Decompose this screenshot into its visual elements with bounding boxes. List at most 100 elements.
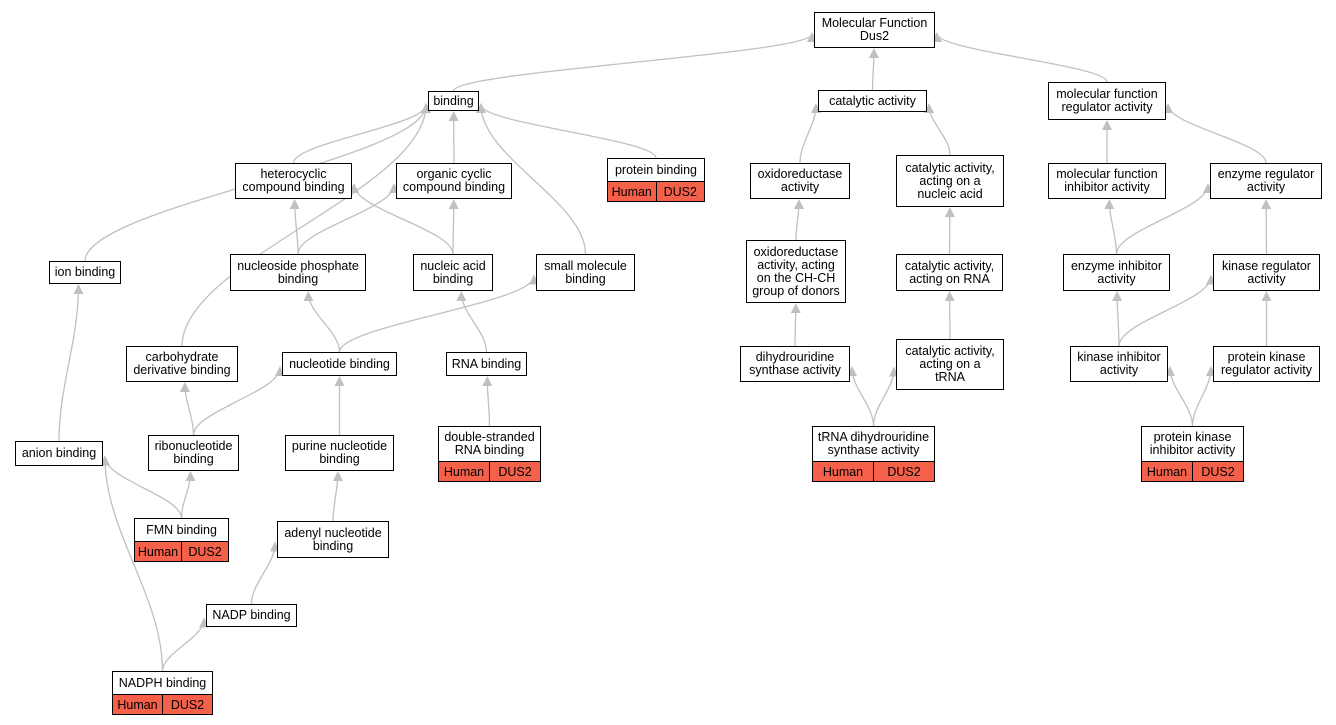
go-term-oxido[interactable]: oxidoreductase activity (750, 163, 850, 199)
go-term-label: molecular function inhibitor activity (1056, 167, 1158, 194)
go-term-cat-trna[interactable]: catalytic activity, acting on a tRNA (896, 339, 1004, 390)
go-term-label: small molecule binding (544, 258, 627, 286)
go-term-smallmol[interactable]: small molecule binding (536, 254, 635, 291)
go-term-label: Molecular Function Dus2 (821, 16, 928, 43)
edge-nadph-to-nadp (161, 617, 209, 672)
edge-dsrna-to-rna (482, 376, 493, 427)
go-term-ion[interactable]: ion binding (49, 261, 121, 284)
go-term-label: kinase regulator activity (1222, 258, 1311, 286)
gene-annotation: Human DUS2 (439, 461, 540, 481)
gene-label: DUS2 (489, 462, 540, 481)
go-term-label: oxidoreductase activity (757, 167, 843, 194)
species-label: Human (822, 464, 864, 479)
edge-fmn-to-ribo (180, 471, 196, 519)
go-term-hetero[interactable]: heterocyclic compound binding (235, 163, 352, 199)
go-term-anion[interactable]: anion binding (15, 441, 103, 466)
go-term-label: kinase inhibitor activity (1077, 350, 1161, 377)
go-term-label: binding (433, 93, 474, 108)
go-term-pkreg[interactable]: protein kinase regulator activity (1213, 346, 1320, 382)
edge-hetero-to-binding (292, 103, 431, 164)
edge-nadph-to-anion (100, 455, 164, 672)
go-term-mfreg[interactable]: molecular function regulator activity (1048, 82, 1166, 120)
species-label: Human (117, 697, 158, 712)
go-term-nucacid[interactable]: nucleic acid binding (413, 254, 493, 291)
go-term-label: oxidoreductase activity, acting on the C… (752, 244, 840, 298)
go-term-cat-nucleic[interactable]: catalytic activity, acting on a nucleic … (896, 155, 1004, 207)
go-term-label: catalytic activity (829, 93, 916, 108)
edge-enzinhib-to-mfinhib (1104, 199, 1118, 255)
go-term-label: enzyme inhibitor activity (1070, 258, 1162, 286)
edge-protein-to-binding (476, 103, 657, 159)
edge-dihydro-to-oxido_chch (790, 303, 801, 347)
go-term-mf[interactable]: Molecular Function Dus2 (814, 12, 935, 48)
edge-kininhib-to-enzinhib (1112, 291, 1123, 347)
go-term-label: purine nucleotide binding (291, 439, 388, 466)
gene-label: DUS2 (1192, 462, 1243, 481)
go-term-enzreg[interactable]: enzyme regulator activity (1210, 163, 1322, 199)
go-term-label: FMN binding (146, 522, 217, 537)
go-term-catalytic[interactable]: catalytic activity (818, 90, 927, 112)
go-term-label: molecular function regulator activity (1056, 87, 1158, 114)
edge-trna_dus-to-cat_trna (872, 366, 899, 427)
go-term-purine[interactable]: purine nucleotide binding (285, 435, 394, 471)
go-term-oxido-chch[interactable]: oxidoreductase activity, acting on the C… (746, 240, 846, 303)
go-term-label: ion binding (54, 265, 116, 279)
edge-nucacid-to-hetero (349, 183, 454, 255)
go-term-label: dihydrouridine synthase activity (749, 350, 841, 377)
go-term-cat-rna[interactable]: catalytic activity, acting on RNA (896, 254, 1003, 291)
go-term-nucleotide[interactable]: nucleotide binding (282, 352, 397, 376)
go-term-ribo[interactable]: ribonucleotide binding (148, 435, 239, 471)
edge-carb-to-binding (181, 103, 431, 347)
go-term-enzinhib[interactable]: enzyme inhibitor activity (1063, 254, 1170, 291)
go-term-label: tRNA dihydrouridine synthase activity (817, 430, 930, 457)
edge-cat_nucleic-to-catalytic (924, 103, 951, 156)
go-term-dihydro[interactable]: dihydrouridine synthase activity (740, 346, 850, 382)
go-term-label: carbohydrate derivative binding (133, 350, 231, 377)
go-term-label: catalytic activity, acting on a tRNA (905, 344, 995, 384)
go-term-label: enzyme regulator activity (1217, 167, 1315, 194)
edge-anion-to-ion (58, 284, 84, 442)
go-term-label: adenyl nucleotide binding (284, 525, 382, 553)
edge-kininhib-to-kinreg (1118, 274, 1216, 347)
edge-rna-to-nucacid (456, 291, 488, 353)
go-term-label: NADPH binding (118, 675, 207, 690)
species-label: Human (137, 544, 179, 559)
gene-label: DUS2 (873, 462, 934, 481)
go-term-carb[interactable]: carbohydrate derivative binding (126, 346, 238, 382)
go-term-organic[interactable]: organic cyclic compound binding (396, 163, 512, 199)
edge-nucleotide-to-smallmol (338, 274, 539, 353)
go-term-label: nucleotide binding (289, 356, 390, 371)
go-term-binding[interactable]: binding (428, 91, 479, 111)
edge-nucacid-to-organic (448, 199, 459, 255)
go-term-rna[interactable]: RNA binding (446, 352, 527, 376)
go-term-mfinhib[interactable]: molecular function inhibitor activity (1048, 163, 1166, 199)
edge-ribo-to-nucleotide (192, 366, 285, 436)
edge-binding-to-mf (452, 32, 817, 92)
go-term-adenyl[interactable]: adenyl nucleotide binding (277, 521, 389, 558)
go-term-kininhib[interactable]: kinase inhibitor activity (1070, 346, 1168, 382)
go-term-label: nucleic acid binding (420, 258, 486, 286)
go-term-label: protein kinase regulator activity (1220, 350, 1312, 377)
edge-oxido_chch-to-oxido (793, 199, 804, 241)
go-term-kinreg[interactable]: kinase regulator activity (1213, 254, 1320, 291)
go-term-label: organic cyclic compound binding (402, 167, 506, 194)
edge-ribo-to-carb (179, 382, 195, 436)
edge-nucphos-to-organic (297, 183, 399, 255)
species-label: Human (443, 464, 485, 479)
go-term-nucphos[interactable]: nucleoside phosphate binding (230, 254, 366, 291)
go-term-nadp[interactable]: NADP binding (206, 604, 297, 627)
go-term-label: ribonucleotide binding (154, 439, 233, 466)
go-term-label: double-stranded RNA binding (444, 430, 535, 457)
go-term-label: catalytic activity, acting on a nucleic … (905, 160, 995, 201)
go-term-label: RNA binding (451, 356, 522, 371)
go-term-label: protein binding (614, 162, 697, 177)
